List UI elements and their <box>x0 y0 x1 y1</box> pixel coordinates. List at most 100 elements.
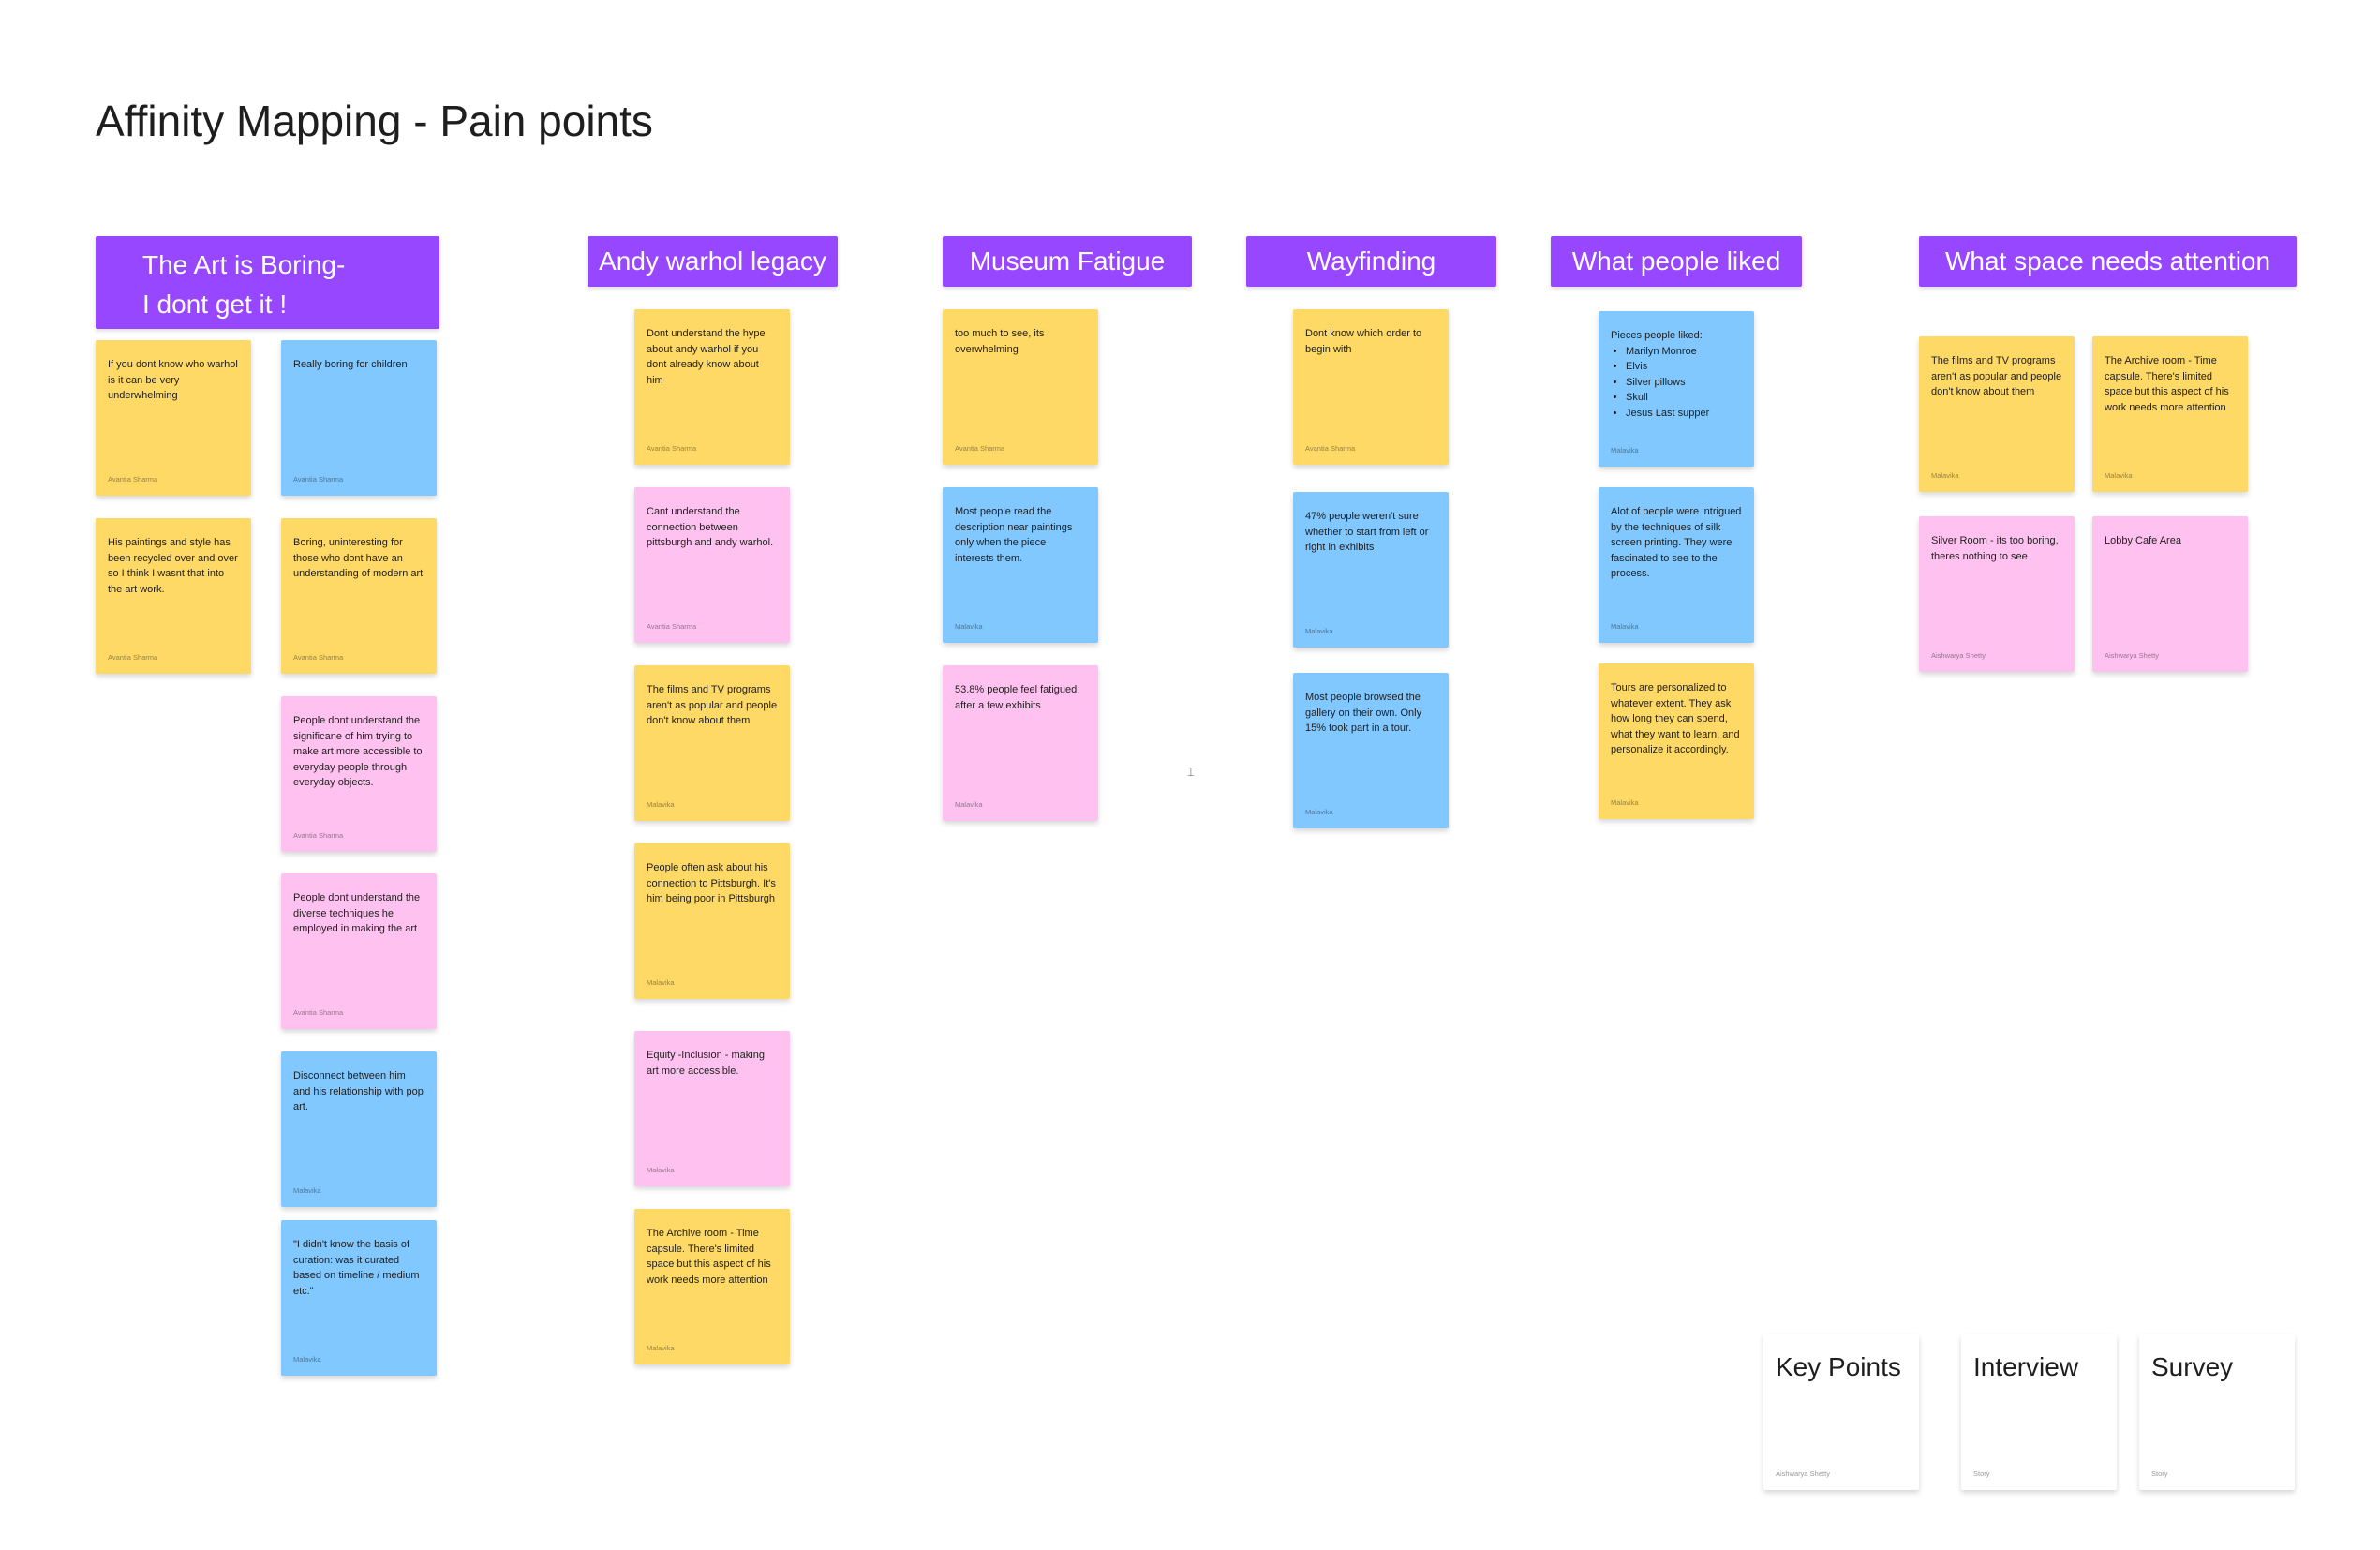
legend-label: Key Points <box>1776 1352 1901 1381</box>
note-author: Avantia Sharma <box>108 653 158 662</box>
note-text: Pieces people liked: <box>1611 330 1703 341</box>
note-text: 47% people weren't sure whether to start… <box>1305 511 1429 553</box>
sticky-note[interactable]: Dont know which order to begin with Avan… <box>1293 309 1449 465</box>
note-text: People often ask about his connection to… <box>647 862 776 904</box>
sticky-note[interactable]: Really boring for children Avantia Sharm… <box>281 340 437 496</box>
note-text: Most people read the description near pa… <box>955 506 1073 564</box>
note-text: If you dont know who warhol is it can be… <box>108 359 238 401</box>
sticky-note[interactable]: 47% people weren't sure whether to start… <box>1293 492 1449 648</box>
sticky-note[interactable]: Lobby Cafe Area Aishwarya Shetty <box>2092 516 2248 672</box>
sticky-note[interactable]: The films and TV programs aren't as popu… <box>634 665 790 821</box>
sticky-note[interactable]: Equity -Inclusion - making art more acce… <box>634 1031 790 1186</box>
cluster-header-space-needs-attention[interactable]: What space needs attention <box>1919 236 2297 287</box>
note-author: Story <box>2151 1469 2168 1478</box>
sticky-note[interactable]: Pieces people liked: Marilyn Monroe Elvi… <box>1599 311 1754 467</box>
legend-label: Interview <box>1973 1352 2079 1381</box>
note-author: Avantia Sharma <box>647 622 697 631</box>
cluster-header-museum-fatigue[interactable]: Museum Fatigue <box>943 236 1192 287</box>
note-text: Boring, uninteresting for those who dont… <box>293 537 424 579</box>
note-author: Malavika <box>2105 471 2133 480</box>
note-author: Malavika <box>293 1186 321 1195</box>
sticky-note[interactable]: Most people browsed the gallery on their… <box>1293 673 1449 828</box>
sticky-note[interactable]: The films and TV programs aren't as popu… <box>1919 336 2075 492</box>
note-text: Alot of people were intrigued by the tec… <box>1611 506 1742 579</box>
note-author: Avantia Sharma <box>293 653 344 662</box>
board-title: Affinity Mapping - Pain points <box>96 97 653 145</box>
sticky-note[interactable]: Tours are personalized to whatever exten… <box>1599 663 1754 819</box>
liked-pieces-list: Marilyn Monroe Elvis Silver pillows Skul… <box>1611 344 1742 422</box>
sticky-note[interactable]: Cant understand the connection between p… <box>634 487 790 643</box>
note-author: Malavika <box>1931 471 1959 480</box>
note-author: Avantia Sharma <box>647 444 697 453</box>
sticky-note[interactable]: The Archive room - Time capsule. There's… <box>2092 336 2248 492</box>
note-author: Aishwarya Shetty <box>2105 651 2159 660</box>
sticky-note[interactable]: Most people read the description near pa… <box>943 487 1098 643</box>
sticky-note[interactable]: People dont understand the diverse techn… <box>281 873 437 1029</box>
sticky-note[interactable]: Disconnect between him and his relations… <box>281 1051 437 1207</box>
note-author: Malavika <box>955 800 983 809</box>
cluster-header-andy-warhol-legacy[interactable]: Andy warhol legacy <box>588 236 838 287</box>
note-author: Malavika <box>647 1166 675 1174</box>
note-author: Malavika <box>647 978 675 987</box>
sticky-note[interactable]: The Archive room - Time capsule. There's… <box>634 1209 790 1364</box>
note-author: Aishwarya Shetty <box>1776 1469 1830 1478</box>
sticky-note[interactable]: "I didn't know the basis of curation: wa… <box>281 1220 437 1376</box>
note-text: Dont understand the hype about andy warh… <box>647 328 766 386</box>
note-author: Avantia Sharma <box>108 475 158 484</box>
legend-interview[interactable]: Interview Story <box>1961 1334 2117 1490</box>
note-text: Cant understand the connection between p… <box>647 506 774 548</box>
note-author: Avantia Sharma <box>1305 444 1356 453</box>
note-text: The films and TV programs aren't as popu… <box>647 684 778 726</box>
note-author: Malavika <box>1305 808 1333 816</box>
cluster-header-wayfinding[interactable]: Wayfinding <box>1246 236 1496 287</box>
note-author: Malavika <box>647 800 675 809</box>
note-text: Really boring for children <box>293 359 408 370</box>
sticky-note[interactable]: 53.8% people feel fatigued after a few e… <box>943 665 1098 821</box>
note-author: Avantia Sharma <box>293 475 344 484</box>
sticky-note[interactable]: His paintings and style has been recycle… <box>96 518 251 674</box>
list-item: Silver pillows <box>1626 375 1742 391</box>
note-text: His paintings and style has been recycle… <box>108 537 238 595</box>
note-text: The films and TV programs aren't as popu… <box>1931 355 2062 397</box>
note-text: Equity -Inclusion - making art more acce… <box>647 1050 765 1077</box>
note-author: Avantia Sharma <box>955 444 1005 453</box>
list-item: Elvis <box>1626 359 1742 375</box>
legend-survey[interactable]: Survey Story <box>2139 1334 2295 1490</box>
sticky-note[interactable]: too much to see, its overwhelming Avanti… <box>943 309 1098 465</box>
legend-key-points[interactable]: Key Points Aishwarya Shetty <box>1763 1334 1919 1490</box>
sticky-note[interactable]: Boring, uninteresting for those who dont… <box>281 518 437 674</box>
note-author: Malavika <box>1611 446 1639 455</box>
note-text: Silver Room - its too boring, theres not… <box>1931 535 2059 562</box>
note-text: The Archive room - Time capsule. There's… <box>2105 355 2229 413</box>
list-item: Jesus Last supper <box>1626 406 1742 422</box>
note-text: People dont understand the significane o… <box>293 715 423 788</box>
cluster-header-art-is-boring[interactable]: The Art is Boring- I dont get it ! <box>96 236 439 329</box>
note-text: Lobby Cafe Area <box>2105 535 2181 546</box>
sticky-note[interactable]: Dont understand the hype about andy warh… <box>634 309 790 465</box>
sticky-note[interactable]: People often ask about his connection to… <box>634 843 790 999</box>
note-author: Malavika <box>1611 622 1639 631</box>
list-item: Skull <box>1626 390 1742 406</box>
note-author: Malavika <box>955 622 983 631</box>
sticky-note[interactable]: People dont understand the significane o… <box>281 696 437 852</box>
note-text: The Archive room - Time capsule. There's… <box>647 1228 771 1286</box>
note-text: too much to see, its overwhelming <box>955 328 1045 355</box>
note-text: Tours are personalized to whatever exten… <box>1611 682 1740 755</box>
note-text: 53.8% people feel fatigued after a few e… <box>955 684 1078 711</box>
note-author: Malavika <box>1305 627 1333 635</box>
cluster-header-what-people-liked[interactable]: What people liked <box>1551 236 1802 287</box>
sticky-note[interactable]: If you dont know who warhol is it can be… <box>96 340 251 496</box>
legend-label: Survey <box>2151 1352 2234 1381</box>
note-author: Malavika <box>647 1344 675 1352</box>
note-author: Malavika <box>293 1355 321 1364</box>
note-author: Avantia Sharma <box>293 831 344 840</box>
sticky-note[interactable]: Alot of people were intrigued by the tec… <box>1599 487 1754 643</box>
note-author: Story <box>1973 1469 1990 1478</box>
note-text: People dont understand the diverse techn… <box>293 892 421 934</box>
note-text: Disconnect between him and his relations… <box>293 1070 424 1112</box>
note-author: Avantia Sharma <box>293 1008 344 1017</box>
note-text: Dont know which order to begin with <box>1305 328 1422 355</box>
sticky-note[interactable]: Silver Room - its too boring, theres not… <box>1919 516 2075 672</box>
note-text: Most people browsed the gallery on their… <box>1305 692 1422 734</box>
